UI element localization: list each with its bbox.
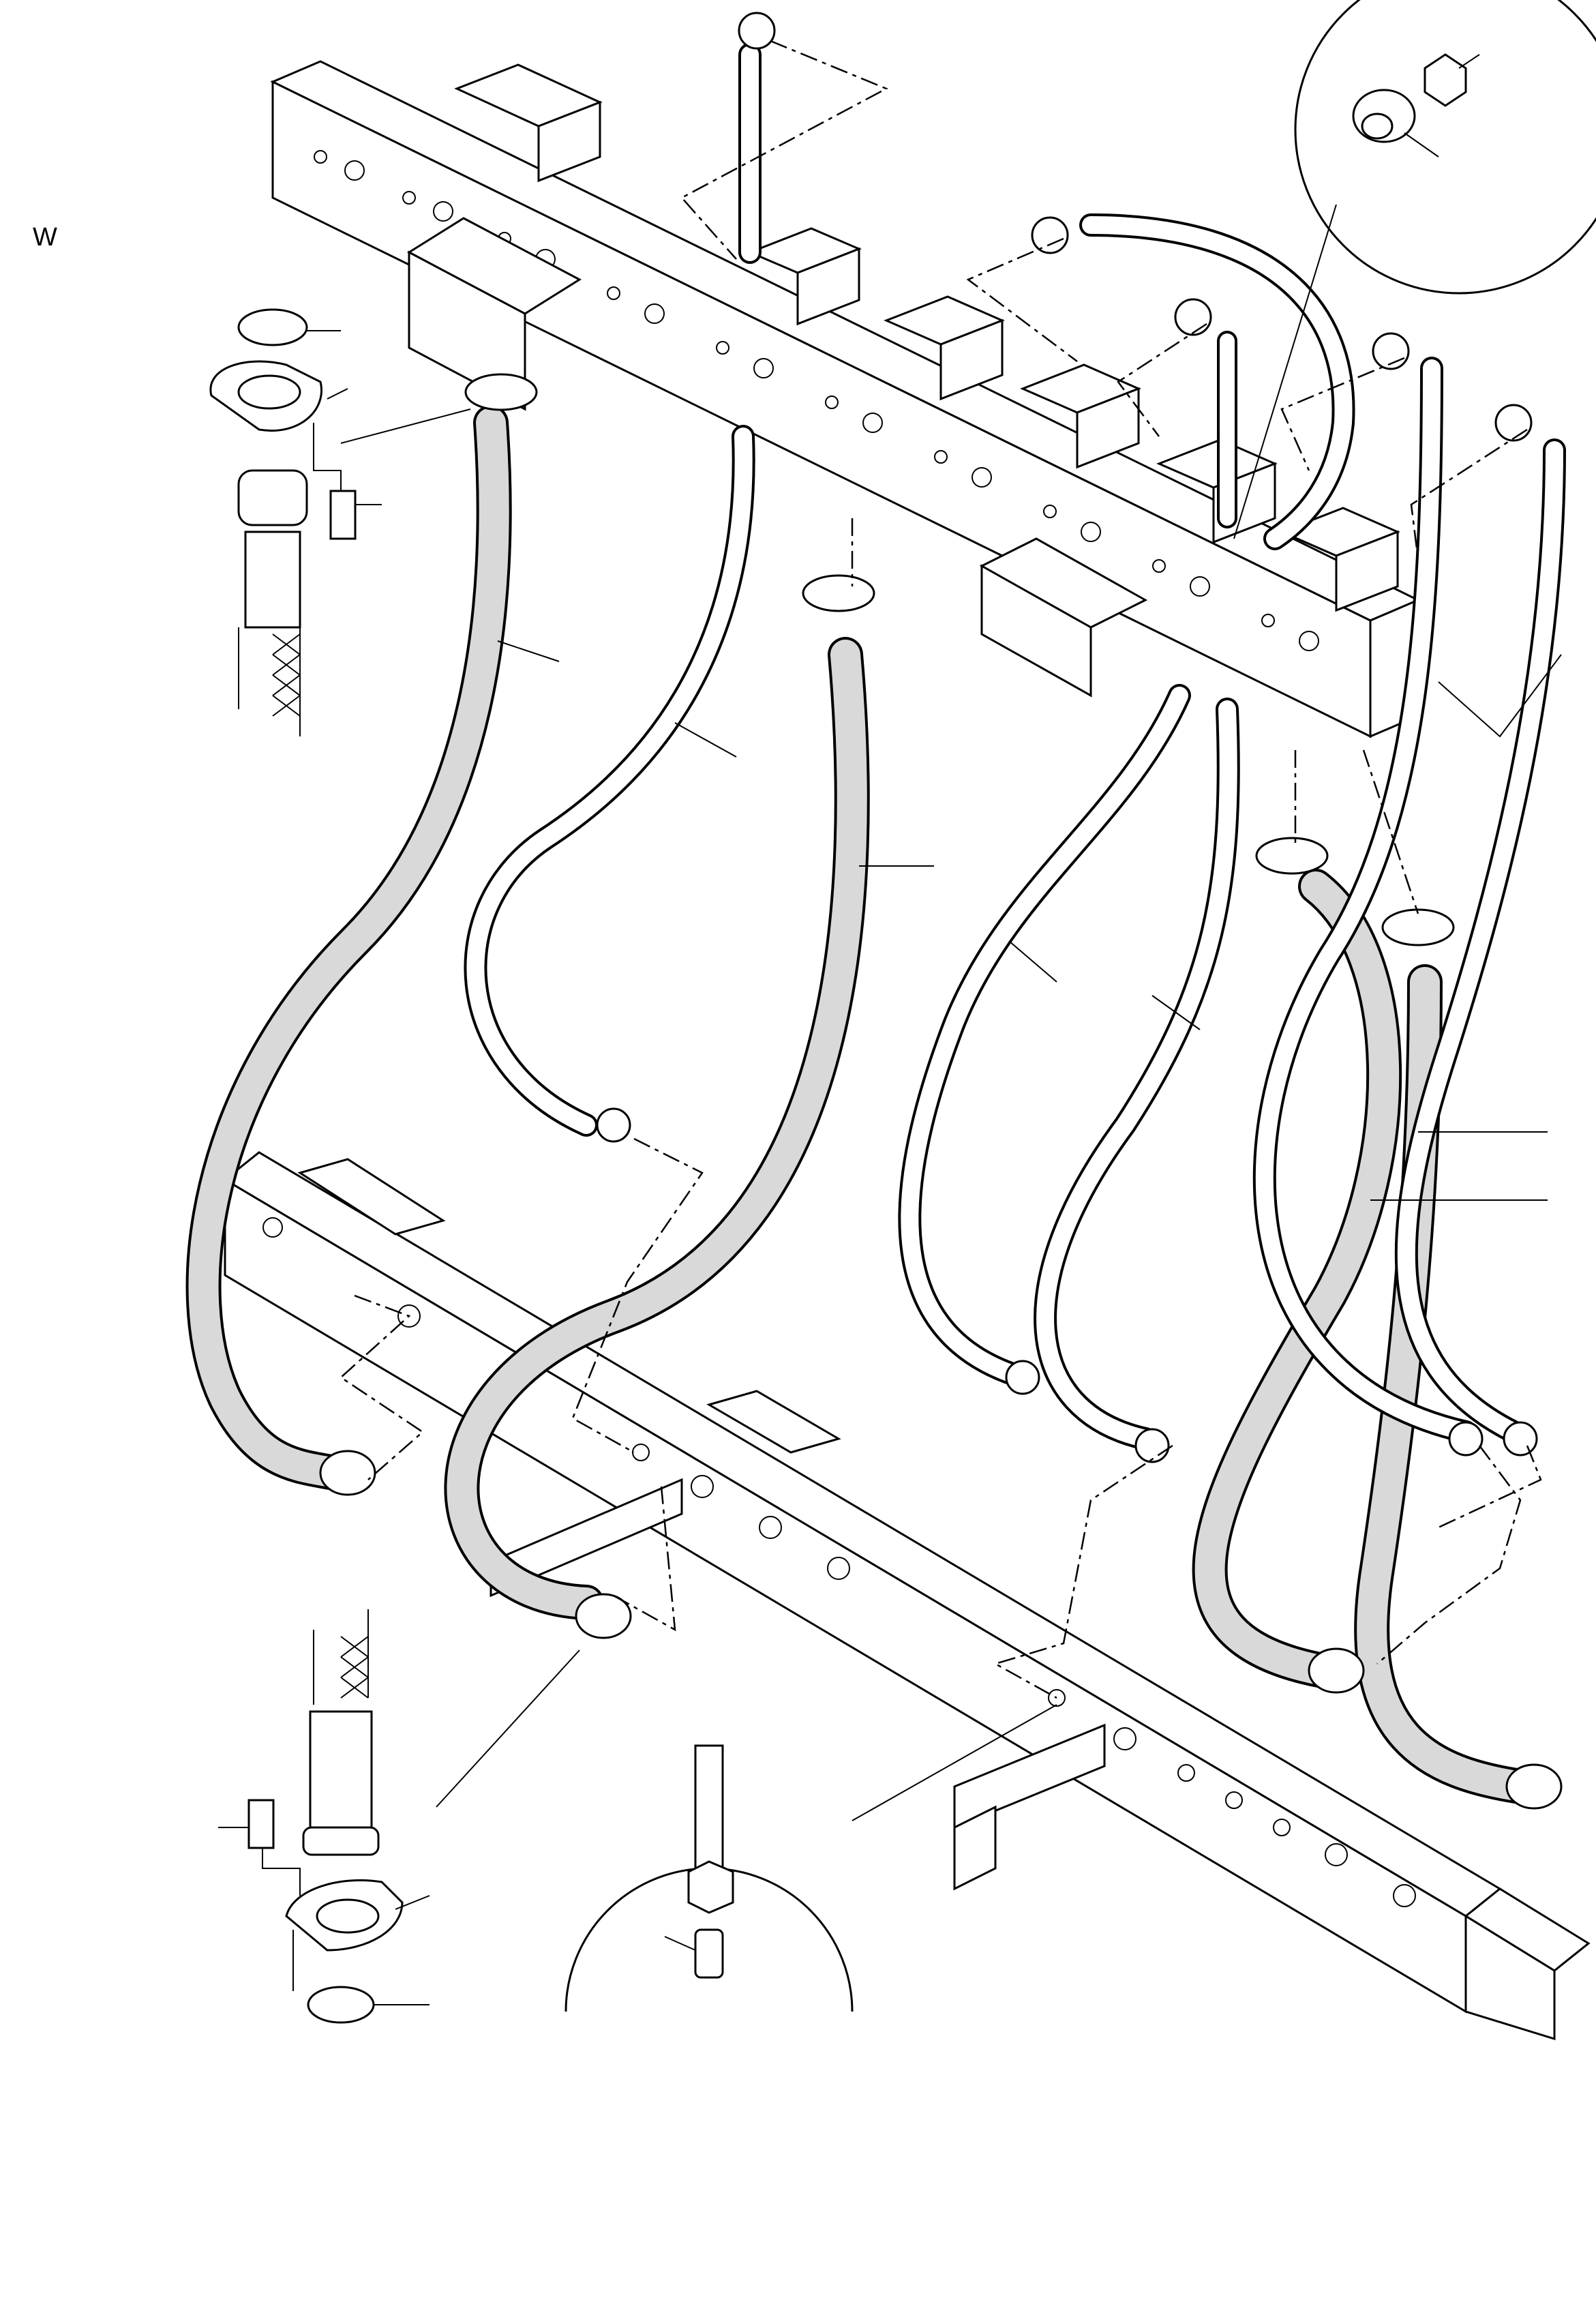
flange-fitting [1308, 1647, 1365, 1694]
elbow-nut [1174, 298, 1212, 336]
elbow-nut [738, 12, 776, 50]
hose-fitting-ferrule [309, 1710, 373, 1829]
flange-fitting [575, 1593, 632, 1639]
support-frame-right [953, 1723, 1106, 1829]
support-frame-foot [953, 1805, 997, 1891]
hose-end-nut [1005, 1360, 1040, 1395]
corner-label: W [33, 223, 57, 252]
lower-plate-left [297, 1158, 446, 1236]
detail-circle-outline [1294, 0, 1596, 295]
o-ring [307, 1986, 375, 2024]
hose-i [1394, 438, 1566, 1444]
hose-fitting-ferrule [244, 531, 301, 629]
fittings [319, 12, 1563, 1810]
hose-end-nut [1448, 1421, 1484, 1457]
lower-manifold-ports [262, 1217, 1416, 1907]
o-ring [237, 308, 308, 346]
upper-manifold-ports [314, 150, 1319, 651]
flange-fitting [802, 574, 875, 612]
hose-h [1252, 357, 1477, 1444]
hose-c [444, 637, 870, 1620]
detail-circle-bottom [564, 1744, 854, 2012]
upper-manifold [270, 60, 1421, 738]
hose-end-nut [596, 1107, 631, 1143]
right-coil-block-face [980, 564, 1092, 698]
flange-bolt [329, 490, 357, 540]
leader-lines [340, 204, 1562, 1821]
hose-end-nut [1503, 1421, 1538, 1457]
flange-fitting [1255, 837, 1329, 875]
hose-f [1192, 869, 1402, 1688]
lower-plate-mid [706, 1390, 841, 1454]
hose-d [898, 684, 1191, 1389]
hose-end-nut [1134, 1428, 1170, 1463]
flange-fitting [1505, 1763, 1563, 1810]
hose-e [1034, 698, 1240, 1450]
flange-detail-bottom [218, 1609, 430, 2024]
hose-a [185, 405, 512, 1491]
nut [687, 1860, 734, 1914]
hose-k [1079, 213, 1355, 550]
nipple-fitting [694, 1928, 724, 1979]
flange-fitting [464, 373, 538, 411]
hose-fitting-stub [302, 1826, 380, 1856]
flange-bolt [247, 1799, 275, 1849]
elbow-nut [1031, 216, 1069, 254]
left-coil-block-face [408, 250, 526, 411]
connection-lines [339, 40, 1542, 1699]
flange-fitting [1381, 908, 1455, 946]
nut [1424, 53, 1467, 107]
detail-circle-top [1294, 0, 1596, 295]
hoses [185, 43, 1566, 1804]
flange-detail-top [209, 308, 382, 736]
flange-fitting [319, 1450, 376, 1496]
hose-fitting-stub [237, 469, 308, 526]
hose-stub [694, 1744, 724, 1870]
elbow-nut [1494, 404, 1533, 442]
hose-b [464, 425, 755, 1137]
